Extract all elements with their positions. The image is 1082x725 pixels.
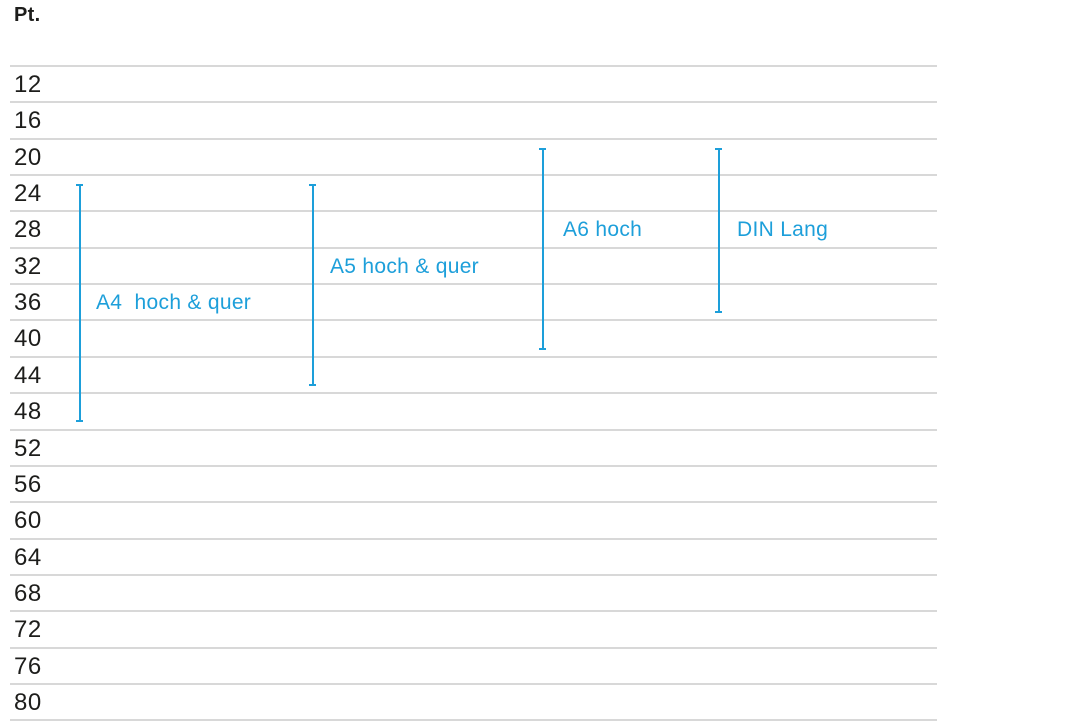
y-tick-label: 24 [14,180,42,208]
gridline [10,683,937,685]
y-tick-label: 16 [14,107,42,135]
gridline [10,356,937,358]
range-bar-bottom-cap [76,420,83,422]
y-tick-label: 68 [14,580,42,608]
y-axis-unit-label: Pt. [14,4,41,26]
gridline [10,647,937,649]
y-tick-label: 48 [14,398,42,426]
y-tick-label: 76 [14,653,42,681]
y-tick-label: 64 [14,544,42,572]
y-tick-label: 32 [14,253,42,281]
range-bar-bottom-cap [715,311,722,313]
gridline [10,429,937,431]
y-tick-label: 60 [14,507,42,535]
y-tick-label: 44 [14,362,42,390]
range-bar-stem [717,150,720,311]
gridline [10,465,937,467]
range-bar-bottom-cap [309,384,316,386]
series-label-a4-hoch-quer: A4 hoch & quer [96,291,252,315]
y-tick-label: 36 [14,289,42,317]
range-bar-top-cap [309,184,316,186]
range-bar-a5-hoch-quer [309,184,316,386]
y-tick-label: 20 [14,144,42,172]
gridline [10,610,937,612]
gridline [10,247,937,249]
series-label-a6-hoch: A6 hoch [563,218,643,242]
y-tick-label: 28 [14,216,42,244]
y-tick-label: 56 [14,471,42,499]
gridline [10,501,937,503]
gridline [10,138,937,140]
y-tick-label: 52 [14,435,42,463]
series-label-din-lang: DIN Lang [737,218,829,242]
y-tick-label: 12 [14,71,42,99]
range-bar-stem [311,186,314,384]
y-tick-label: 80 [14,689,42,717]
gridline [10,101,937,103]
series-label-a5-hoch-quer: A5 hoch & quer [330,255,479,279]
gridline [10,65,937,67]
gridline [10,574,937,576]
y-tick-label: 40 [14,325,42,353]
gridline [10,719,937,721]
range-bar-top-cap [539,148,546,150]
range-bar-a4-hoch-quer [76,184,83,422]
gridline [10,174,937,176]
y-tick-label: 72 [14,616,42,644]
gridline [10,538,937,540]
range-bar-top-cap [715,148,722,150]
gridline [10,210,937,212]
range-bar-top-cap [76,184,83,186]
range-bar-stem [541,150,544,348]
range-bar-a6-hoch [539,148,546,350]
range-bar-din-lang [715,148,722,313]
range-bar-stem [78,186,81,420]
range-bar-bottom-cap [539,348,546,350]
gridline [10,319,937,321]
gridline [10,392,937,394]
gridline [10,283,937,285]
